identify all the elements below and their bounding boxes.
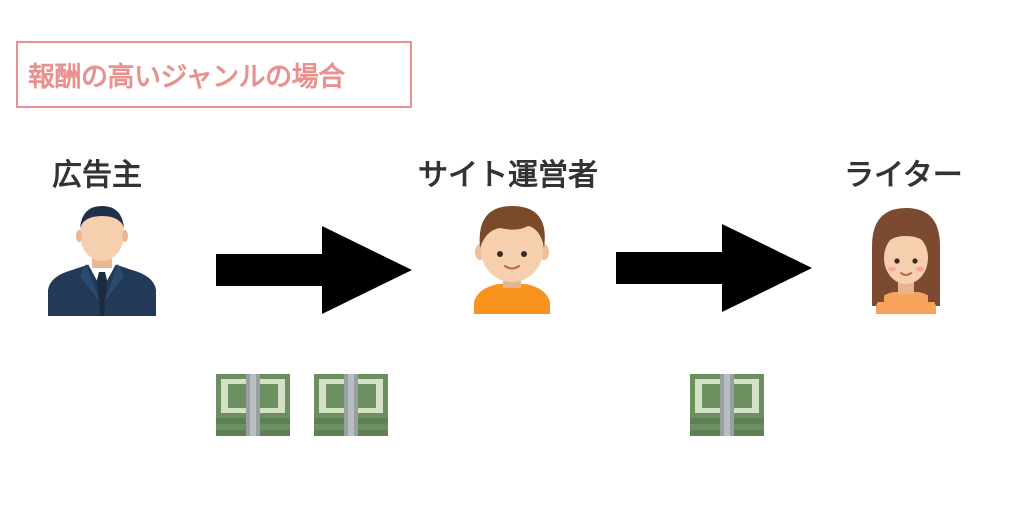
flow-arrow-advertiser-to-operator: [216, 226, 412, 314]
money-stack-icon: [690, 374, 764, 436]
boy-icon: [474, 206, 550, 314]
title-box: 報酬の高いジャンルの場合: [16, 41, 412, 108]
businessman-icon: [48, 206, 156, 316]
role-label-site-operator: サイト運営者: [418, 158, 598, 193]
role-label-writer: ライター: [844, 158, 963, 193]
money-stack-icon: [216, 374, 290, 436]
girl-icon: [872, 208, 940, 314]
money-stack-icon: [314, 374, 388, 436]
diagram-title: 報酬の高いジャンルの場合: [28, 62, 345, 93]
flow-arrow-operator-to-writer: [616, 224, 812, 312]
role-label-advertiser: 広告主: [52, 158, 142, 193]
